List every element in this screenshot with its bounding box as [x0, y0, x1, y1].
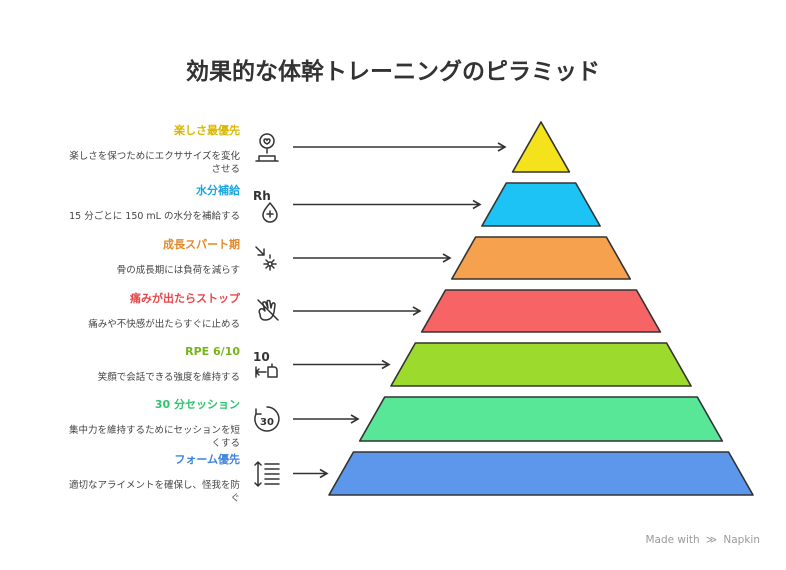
intensity-scale-icon: 10 [252, 350, 282, 380]
level-label: フォーム優先 [174, 453, 240, 466]
level-description: 15 分ごとに 150 mL の水分を補給する [40, 210, 240, 223]
level-description-line: 痛みや不快感が出たらすぐに止める [88, 319, 240, 330]
level-item: フォーム優先適切なアライメントを確保し、怪我を防ぐ [40, 453, 240, 505]
level-item: 楽しさ最優先楽しさを保つためにエクササイズを変化させる [40, 124, 240, 176]
level-item: 成長スパート期骨の成長期には負荷を減らす [40, 238, 240, 277]
svg-text:30: 30 [260, 417, 274, 428]
level-description: 骨の成長期には負荷を減らす [40, 264, 240, 277]
svg-text:Rh: Rh [253, 189, 271, 203]
stop-hand-icon [252, 296, 282, 326]
level-label: 痛みが出たらストップ [130, 292, 240, 305]
page-title: 効果的な体幹トレーニングのピラミッド [186, 59, 600, 85]
napkin-logo-icon: ≫ [706, 534, 718, 546]
pyramid-level-2 [481, 182, 601, 227]
footer-brand: Napkin [723, 534, 760, 546]
level-description-line: させる [211, 164, 240, 175]
level-description-line: 楽しさを保つためにエクササイズを変化 [69, 151, 240, 162]
alignment-list-icon [252, 459, 282, 489]
level-description-line: 笑顔で会話できる強度を維持する [97, 372, 240, 383]
level-label: RPE 6/10 [185, 345, 240, 358]
level-description-line: くする [211, 438, 240, 449]
pyramid-level-1 [511, 121, 571, 173]
level-item: 30 分セッション集中力を維持するためにセッションを短くする [40, 398, 240, 450]
growth-arrow-icon [252, 243, 282, 273]
level-description-line: 15 分ごとに 150 mL の水分を補給する [69, 211, 240, 222]
water-drop-icon: Rh [252, 189, 282, 223]
level-item: 痛みが出たらストップ痛みや不快感が出たらすぐに止める [40, 292, 240, 331]
level-description-line: 適切なアライメントを確保し、怪我を防 [68, 480, 240, 491]
level-description-line: 集中力を維持するためにセッションを短 [68, 425, 240, 436]
pyramid-level-5 [390, 342, 692, 387]
level-label: 成長スパート期 [163, 238, 240, 251]
level-item: RPE 6/10 笑顔で会話できる強度を維持する [40, 345, 240, 384]
pyramid-level-7 [328, 451, 754, 496]
level-label: 水分補給 [196, 184, 240, 197]
footer-credit[interactable]: Made with ≫ Napkin [645, 534, 760, 546]
level-description: 適切なアライメントを確保し、怪我を防ぐ [40, 479, 240, 505]
pyramid-level-6 [358, 396, 724, 442]
level-description-line: 骨の成長期には負荷を減らす [116, 265, 240, 276]
footer-made-with: Made with [645, 534, 700, 546]
level-description: 笑顔で会話できる強度を維持する [40, 371, 240, 384]
level-description-line: ぐ [230, 493, 240, 504]
level-item: 水分補給 15 分ごとに 150 mL の水分を補給する [40, 184, 240, 223]
svg-text:10: 10 [253, 350, 270, 364]
level-description: 集中力を維持するためにセッションを短くする [40, 424, 240, 450]
pyramid-level-3 [450, 236, 632, 280]
timer-30-icon: 30 [252, 404, 282, 434]
level-description: 楽しさを保つためにエクササイズを変化させる [40, 150, 240, 176]
level-description: 痛みや不快感が出たらすぐに止める [40, 318, 240, 331]
level-label: 楽しさ最優先 [174, 124, 240, 137]
pyramid-level-4 [420, 289, 662, 333]
level-label: 30 分セッション [154, 398, 240, 411]
person-heart-icon [252, 132, 282, 162]
